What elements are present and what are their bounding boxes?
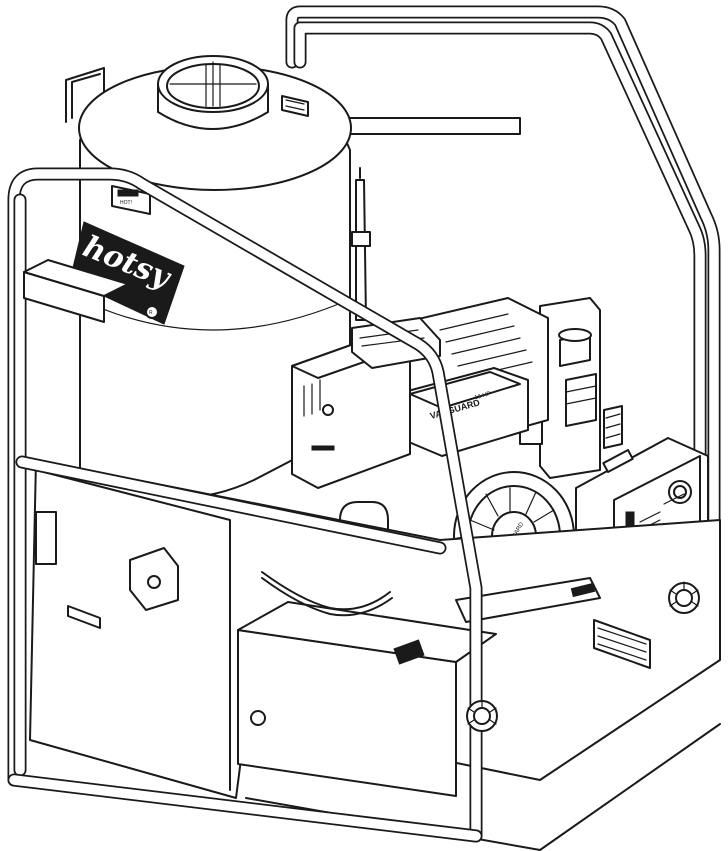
svg-text:16 HP: 16 HP <box>474 391 492 401</box>
chassis-base <box>29 459 721 851</box>
burner-hose <box>351 167 371 321</box>
front-roll-cage <box>7 167 483 843</box>
rear-roll-cage <box>65 5 721 647</box>
svg-text:R: R <box>149 310 153 316</box>
svg-text:HOT!: HOT! <box>120 200 132 206</box>
left-handwheel-valve <box>466 699 498 732</box>
hot-warning-label: HOT! <box>111 185 151 215</box>
right-handwheel-valve <box>668 581 700 614</box>
fuel-tank <box>237 601 497 797</box>
pump-assembly <box>519 297 623 479</box>
flue-stack <box>157 55 269 130</box>
